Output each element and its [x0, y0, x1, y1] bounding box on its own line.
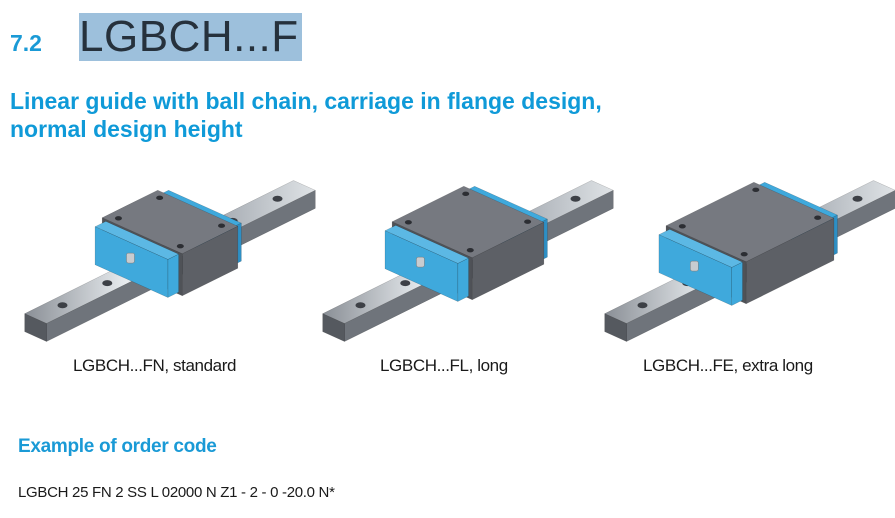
carriage-screw-hole	[156, 195, 164, 201]
caption-standard: LGBCH...FN, standard	[73, 356, 237, 375]
linear-guide-illustration	[322, 180, 614, 342]
carriage-screw-hole	[740, 251, 748, 257]
order-code: LGBCH 25 FN 2 SS L 02000 N Z1 - 2 - 0 -2…	[18, 484, 335, 501]
linear-guide-illustration	[604, 180, 895, 342]
product-image-extra-long	[600, 170, 895, 350]
section-number: 7.2	[10, 30, 42, 56]
carriage-screw-hole	[814, 215, 822, 220]
subtitle: Linear guide with ball chain, carriage i…	[10, 87, 602, 143]
caption-extra-long: LGBCH...FE, extra long	[643, 356, 813, 375]
end-cap-front-side	[457, 257, 469, 302]
rail-mounting-hole	[102, 280, 113, 287]
order-code-heading: Example of order code	[18, 436, 217, 457]
rail-mounting-hole	[852, 195, 863, 202]
rail-end	[24, 313, 47, 342]
page-title: LGBCH...F	[79, 12, 299, 61]
rail-end	[322, 313, 345, 342]
subtitle-line-1: Linear guide with ball chain, carriage i…	[10, 88, 602, 114]
title-highlight: LGBCH...F	[79, 13, 302, 61]
carriage-screw-hole	[462, 191, 470, 197]
carriage-screw-hole	[752, 187, 760, 193]
grease-nipple	[416, 256, 425, 268]
carriage-screw-hole	[524, 219, 532, 224]
rail-mounting-hole	[637, 302, 648, 309]
subtitle-line-2: normal design height	[10, 116, 243, 142]
grease-nipple	[690, 260, 699, 272]
end-cap-front-side	[731, 261, 743, 306]
carriage-screw-hole	[218, 223, 226, 228]
caption-long: LGBCH...FL, long	[380, 356, 508, 375]
rail-mounting-hole	[355, 302, 366, 309]
rail-mounting-hole	[400, 280, 411, 287]
rail-mounting-hole	[272, 195, 283, 202]
rail-end	[604, 313, 627, 342]
rail-mounting-hole	[57, 302, 68, 309]
linear-guide-illustration	[24, 180, 316, 342]
end-cap-front-side	[167, 253, 179, 298]
grease-nipple	[126, 252, 135, 264]
carriage-screw-hole	[176, 243, 184, 249]
product-image-standard	[20, 170, 320, 350]
rail-mounting-hole	[570, 195, 581, 202]
product-image-long	[318, 170, 618, 350]
carriage-screw-hole	[114, 216, 122, 221]
carriage-screw-hole	[678, 224, 686, 229]
carriage-screw-hole	[466, 247, 474, 253]
carriage-screw-hole	[404, 220, 412, 225]
